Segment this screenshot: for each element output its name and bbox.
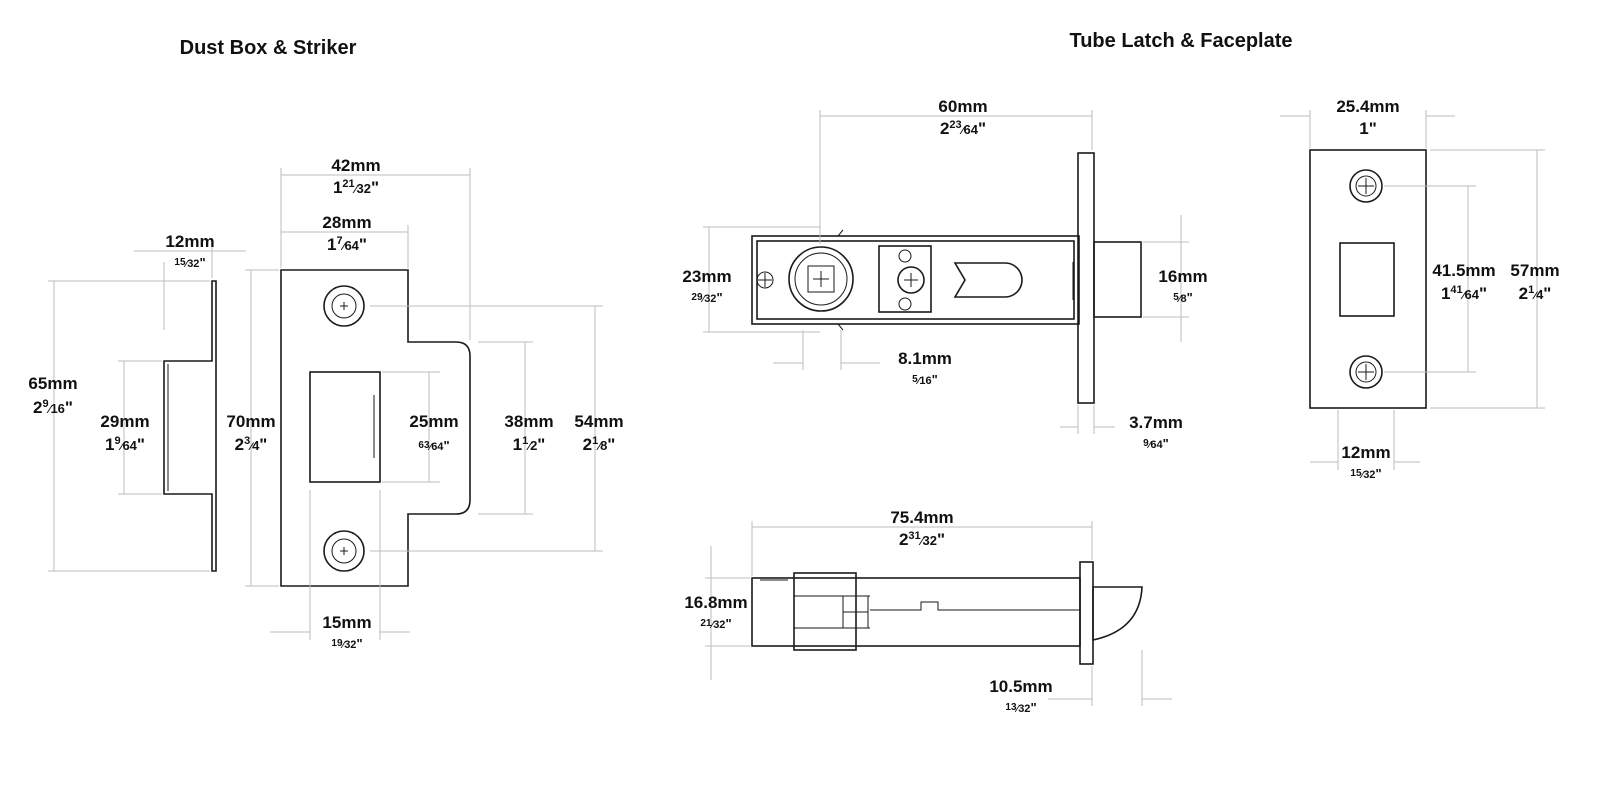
dim-inch-value: 223⁄64" [940,119,986,138]
dim-label-25mm: 25mm 63⁄64" [409,412,458,453]
dim-mm-value: 65mm [28,374,77,393]
dim-label-10-5mm: 10.5mm 13⁄32" [989,677,1052,715]
latch-block [878,245,932,313]
dim-inch-value: 29⁄16" [33,398,73,417]
dim-mm-value: 10.5mm [989,677,1052,696]
dim-inch-value: 15⁄32" [1350,466,1381,481]
dim-inch-value: 121⁄32" [333,178,379,197]
faceplate-front [1309,149,1427,409]
dim-label-25-4mm: 25.4mm 1" [1336,97,1399,138]
dim-inch-value: 11⁄2" [513,435,546,454]
side-faceplate [1079,561,1094,665]
dim-label-28mm: 28mm 17⁄64" [322,213,371,254]
dim-inch-value: 21⁄4" [1519,284,1552,303]
dim-inch-value: 63⁄64" [418,438,449,453]
dim-inch-value: 15⁄32" [174,255,205,270]
dim-inch-value: 1" [1359,119,1377,138]
dim-inch-value: 21⁄32" [700,616,731,631]
dimension-lines [48,110,1545,706]
dimension-labels: 42mm 121⁄32" 28mm 17⁄64" 12mm 15⁄32" 65mm 29… [28,97,1559,715]
dim-label-75-4mm: 75.4mm 231⁄32" [890,508,953,549]
dust-box-profile [163,280,217,572]
side-bolt [1092,586,1143,641]
follower-spindle-icon [788,246,854,312]
dim-mm-value: 38mm [504,412,553,431]
dim-inch-value: 23⁄4" [235,435,268,454]
dim-mm-value: 75.4mm [890,508,953,527]
dim-inch-value: 5⁄16" [912,372,938,387]
dim-mm-value: 54mm [574,412,623,431]
dim-label-12mm-dustbox: 12mm 15⁄32" [165,232,214,270]
dim-mm-value: 3.7mm [1129,413,1183,432]
dim-mm-value: 57mm [1510,261,1559,280]
dim-label-38mm: 38mm 11⁄2" [504,412,553,454]
dim-inch-value: 13⁄32" [1005,700,1036,715]
dim-label-16-8mm: 16.8mm 21⁄32" [684,593,747,631]
dim-label-8-1mm: 8.1mm 5⁄16" [898,349,952,387]
dim-mm-value: 28mm [322,213,371,232]
dim-inch-value: 5⁄8" [1173,290,1193,305]
screw-icon-left [756,271,774,289]
dim-inch-value: 19⁄64" [105,435,145,454]
dim-mm-value: 60mm [938,97,987,116]
screw-hole-icon-faceplate-top [1349,169,1383,203]
dim-label-42mm: 42mm 121⁄32" [331,156,380,197]
dim-mm-value: 16.8mm [684,593,747,612]
dim-label-60mm: 60mm 223⁄64" [938,97,987,138]
dim-label-16mm: 16mm 5⁄8" [1158,267,1207,305]
dim-inch-value: 231⁄32" [899,530,945,549]
latch-slot [953,262,1023,298]
latch-faceplate [1077,152,1095,404]
latch-bolt [1093,241,1142,318]
strike-opening [309,371,381,483]
screw-icon-block [897,266,925,294]
dim-mm-value: 23mm [682,267,731,286]
dim-label-23mm: 23mm 29⁄32" [682,267,731,305]
dim-mm-value: 15mm [322,613,371,632]
dim-inch-value: 17⁄64" [327,235,367,254]
dim-mm-value: 29mm [100,412,149,431]
faceplate-bolt-opening [1339,242,1395,317]
dim-mm-value: 8.1mm [898,349,952,368]
tube-latch-top [751,152,1142,404]
dim-label-15mm: 15mm 19⁄32" [322,613,371,651]
dim-mm-value: 12mm [165,232,214,251]
dim-label-65mm: 65mm 29⁄16" [28,374,77,417]
dim-inch-value: 29⁄32" [691,290,722,305]
striker-plate [280,269,471,587]
dim-inch-value: 9⁄64" [1143,436,1169,451]
dim-inch-value: 21⁄8" [583,435,616,454]
dim-mm-value: 25.4mm [1336,97,1399,116]
dim-mm-value: 41.5mm [1432,261,1495,280]
dim-label-41-5mm: 41.5mm 141⁄64" [1432,261,1495,303]
screw-hole-icon-top [323,285,365,327]
dim-inch-value: 19⁄32" [331,636,362,651]
dim-mm-value: 16mm [1158,267,1207,286]
dim-mm-value: 70mm [226,412,275,431]
screw-hole-icon-bottom [323,530,365,572]
dim-label-12mm-faceplate: 12mm 15⁄32" [1341,443,1390,481]
dim-inch-value: 141⁄64" [1441,284,1487,303]
title-dust-box-striker: Dust Box & Striker [180,37,357,59]
dim-mm-value: 25mm [409,412,458,431]
dim-mm-value: 12mm [1341,443,1390,462]
dim-label-29mm: 29mm 19⁄64" [100,412,149,454]
dim-label-54mm: 54mm 21⁄8" [574,412,623,454]
tube-latch-side [751,561,1143,665]
dim-mm-value: 42mm [331,156,380,175]
screw-hole-icon-faceplate-bottom [1349,355,1383,389]
dim-label-70mm: 70mm 23⁄4" [226,412,275,454]
title-tube-latch-faceplate: Tube Latch & Faceplate [1069,30,1292,52]
dim-label-3-7mm: 3.7mm 9⁄64" [1129,413,1183,451]
dim-label-57mm: 57mm 21⁄4" [1510,261,1559,303]
